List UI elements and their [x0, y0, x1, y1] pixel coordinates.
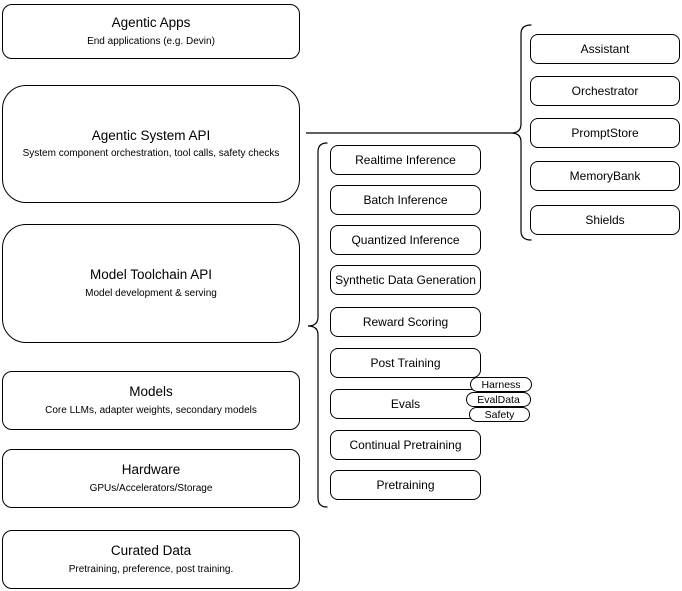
layer-hardware: Hardware GPUs/Accelerators/Storage	[2, 449, 300, 508]
node-label: Batch Inference	[363, 193, 448, 207]
tag-label: Harness	[481, 378, 521, 391]
node-label: PromptStore	[571, 126, 639, 140]
node-label: Reward Scoring	[362, 315, 449, 329]
node-orchestrator: Orchestrator	[530, 76, 680, 106]
node-memorybank: MemoryBank	[530, 161, 680, 191]
layer-model-toolchain-api: Model Toolchain API Model development & …	[2, 224, 300, 343]
node-continual-pretraining: Continual Pretraining	[330, 430, 481, 460]
node-assistant: Assistant	[530, 34, 680, 64]
layer-subtitle: GPUs/Accelerators/Storage	[89, 482, 213, 494]
node-label: Continual Pretraining	[349, 438, 462, 452]
layer-agentic-system-api: Agentic System API System component orch…	[2, 85, 300, 203]
node-shields: Shields	[530, 205, 680, 235]
tag-evaldata: EvalData	[466, 392, 531, 407]
layer-title: Models	[129, 384, 173, 400]
layer-subtitle: Core LLMs, adapter weights, secondary mo…	[45, 404, 257, 416]
node-label: Assistant	[580, 42, 630, 56]
node-reward-scoring: Reward Scoring	[330, 307, 481, 337]
layer-title: Model Toolchain API	[89, 267, 213, 283]
node-label: Realtime Inference	[355, 153, 456, 167]
layer-title: Curated Data	[110, 543, 192, 559]
node-label: MemoryBank	[569, 169, 641, 183]
layer-models: Models Core LLMs, adapter weights, secon…	[2, 371, 300, 430]
node-promptstore: PromptStore	[530, 118, 680, 148]
tag-label: EvalData	[477, 393, 520, 406]
node-batch-inference: Batch Inference	[330, 185, 481, 215]
node-label: Evals	[390, 397, 421, 411]
brace-system-components	[510, 24, 532, 241]
node-label: Post Training	[370, 356, 441, 370]
node-synthetic-data-generation: Synthetic Data Generation	[330, 265, 481, 295]
node-post-training: Post Training	[330, 348, 481, 378]
layer-title: Agentic Apps	[111, 15, 191, 31]
brace-toolchain-components	[307, 142, 328, 508]
node-quantized-inference: Quantized Inference	[330, 225, 481, 255]
tag-harness: Harness	[470, 377, 532, 392]
layer-subtitle: Pretraining, preference, post training.	[68, 563, 234, 575]
layer-title: Agentic System API	[91, 127, 211, 143]
node-realtime-inference: Realtime Inference	[330, 145, 481, 175]
layer-title: Hardware	[121, 462, 181, 478]
node-label: Synthetic Data Generation	[335, 273, 476, 287]
tag-safety: Safety	[469, 407, 530, 422]
node-evals: Evals	[330, 389, 481, 419]
layer-agentic-apps: Agentic Apps End applications (e.g. Devi…	[2, 4, 300, 59]
node-label: Orchestrator	[571, 84, 639, 98]
layer-subtitle: System component orchestration, tool cal…	[22, 148, 280, 160]
tag-label: Safety	[484, 408, 515, 421]
node-label: Shields	[585, 213, 625, 227]
node-label: Pretraining	[376, 478, 435, 492]
layer-curated-data: Curated Data Pretraining, preference, po…	[2, 530, 300, 589]
node-pretraining: Pretraining	[330, 470, 481, 500]
layer-subtitle: Model development & serving	[85, 287, 217, 299]
node-label: Quantized Inference	[351, 233, 460, 247]
layer-subtitle: End applications (e.g. Devin)	[87, 35, 215, 47]
